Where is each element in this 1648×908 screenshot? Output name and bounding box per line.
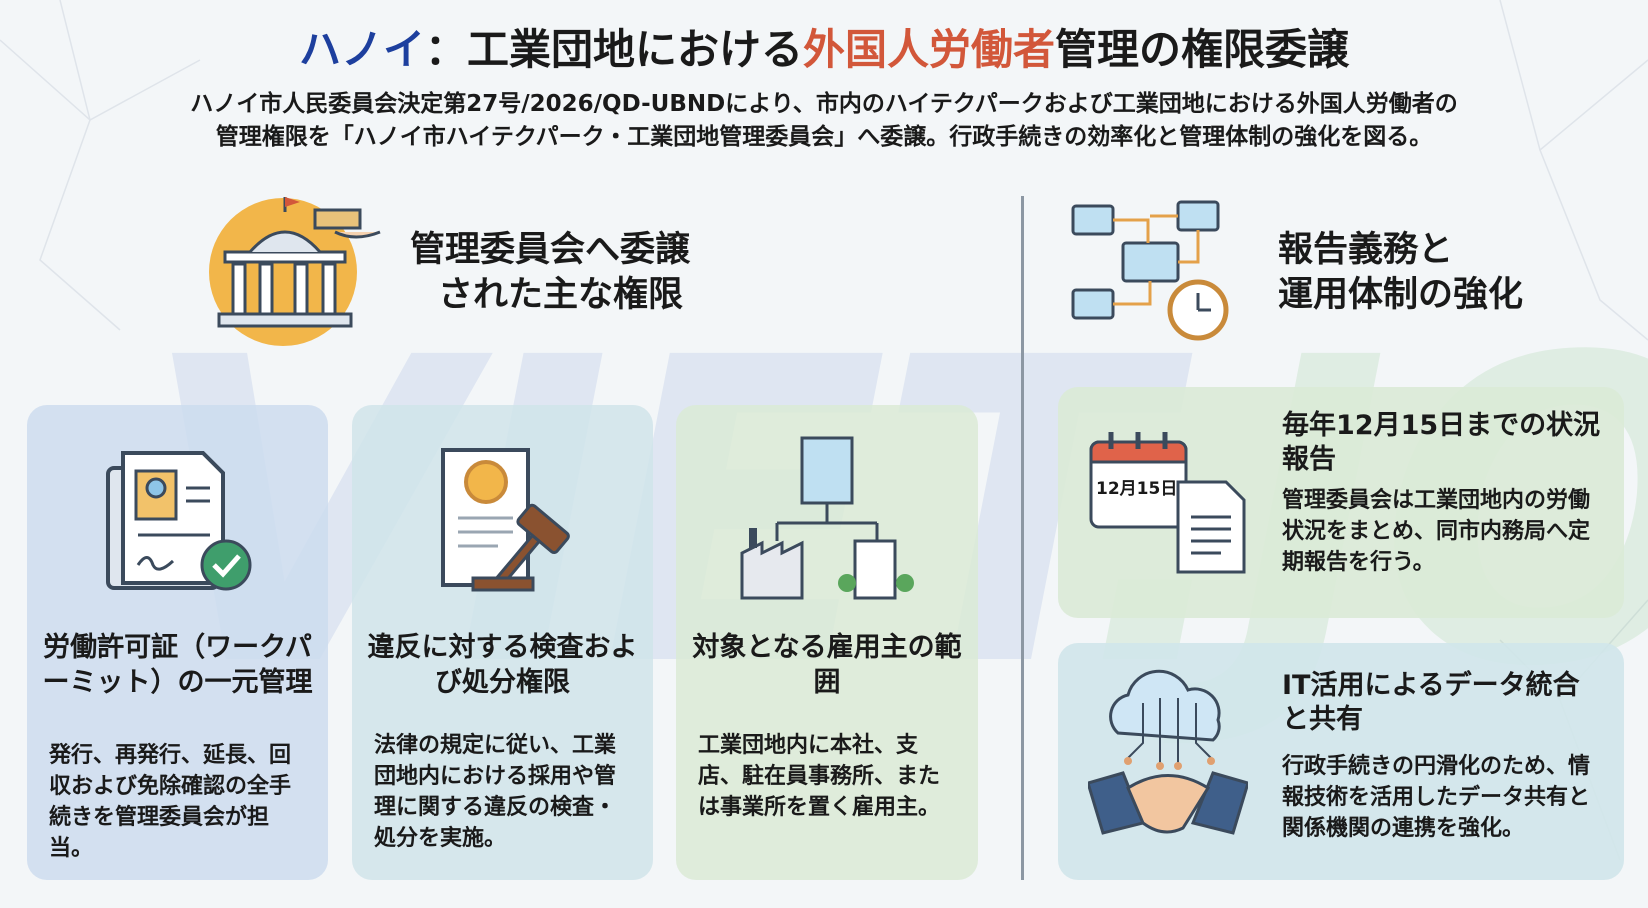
cloud-handshake-icon: [1088, 669, 1248, 835]
government-handover-icon: [209, 197, 381, 346]
left-section-heading: 管理委員会へ委譲された主な権限: [410, 230, 691, 315]
network-clock-icon: [1071, 200, 1229, 341]
card-title: 労働許可証（ワークパーミット）の一元管理: [42, 632, 313, 698]
right-section-heading: 報告義務と運用体制の強化: [1278, 230, 1524, 315]
section-divider: [1021, 196, 1024, 880]
calendar-document-icon: 12月15日: [1089, 432, 1246, 574]
card-title: 対象となる雇用主の範囲: [692, 632, 962, 698]
card-body: 発行、再発行、延長、回収および免除確認の全手続きを管理委員会が担当。: [49, 743, 292, 861]
card-work-permit: 労働許可証（ワークパーミット）の一元管理 発行、再発行、延長、回収および免除確認…: [27, 405, 328, 880]
card-body: 行政手続きの円滑化のため、情報技術を活用したデータ共有と関係機関の連携を強化。: [1282, 754, 1591, 841]
card-title: 違反に対する検査および処分権限: [367, 632, 638, 698]
page-title: ハノイ：工業団地における外国人労働者管理の権限委譲: [298, 25, 1350, 74]
card-body: 法律の規定に従い、工業団地内における採用や管理に関する違反の検査・処分を実施。: [374, 733, 617, 851]
card-title: IT活用によるデータ統合と共有: [1282, 670, 1580, 735]
work-permit-icon: [105, 451, 251, 591]
card-annual-report: 12月15日 毎年12月15日までの状況報告 管理委員会は工業団地内の労働状況を…: [1058, 387, 1624, 618]
calendar-date-label: 12月15日: [1096, 479, 1177, 499]
card-title: 毎年12月15日までの状況報告: [1282, 410, 1601, 475]
card-body: 工業団地内に本社、支店、駐在員事務所、または事業所を置く雇用主。: [698, 733, 941, 820]
buildings-network-icon: [740, 436, 914, 600]
card-body: 管理委員会は工業団地内の労働状況をまとめ、同市内務局へ定期報告を行う。: [1282, 488, 1591, 575]
card-it-data-sharing: IT活用によるデータ統合と共有 行政手続きの円滑化のため、情報技術を活用したデー…: [1058, 643, 1624, 880]
card-employer-scope: 対象となる雇用主の範囲 工業団地内に本社、支店、駐在員事務所、または事業所を置く…: [676, 405, 978, 880]
subtitle: ハノイ市人民委員会決定第27号/2026/QD-UBNDにより、市内のハイテクパ…: [190, 91, 1458, 150]
gavel-document-icon: [440, 448, 570, 592]
card-inspection: 違反に対する検査および処分権限 法律の規定に従い、工業団地内における採用や管理に…: [352, 405, 653, 880]
